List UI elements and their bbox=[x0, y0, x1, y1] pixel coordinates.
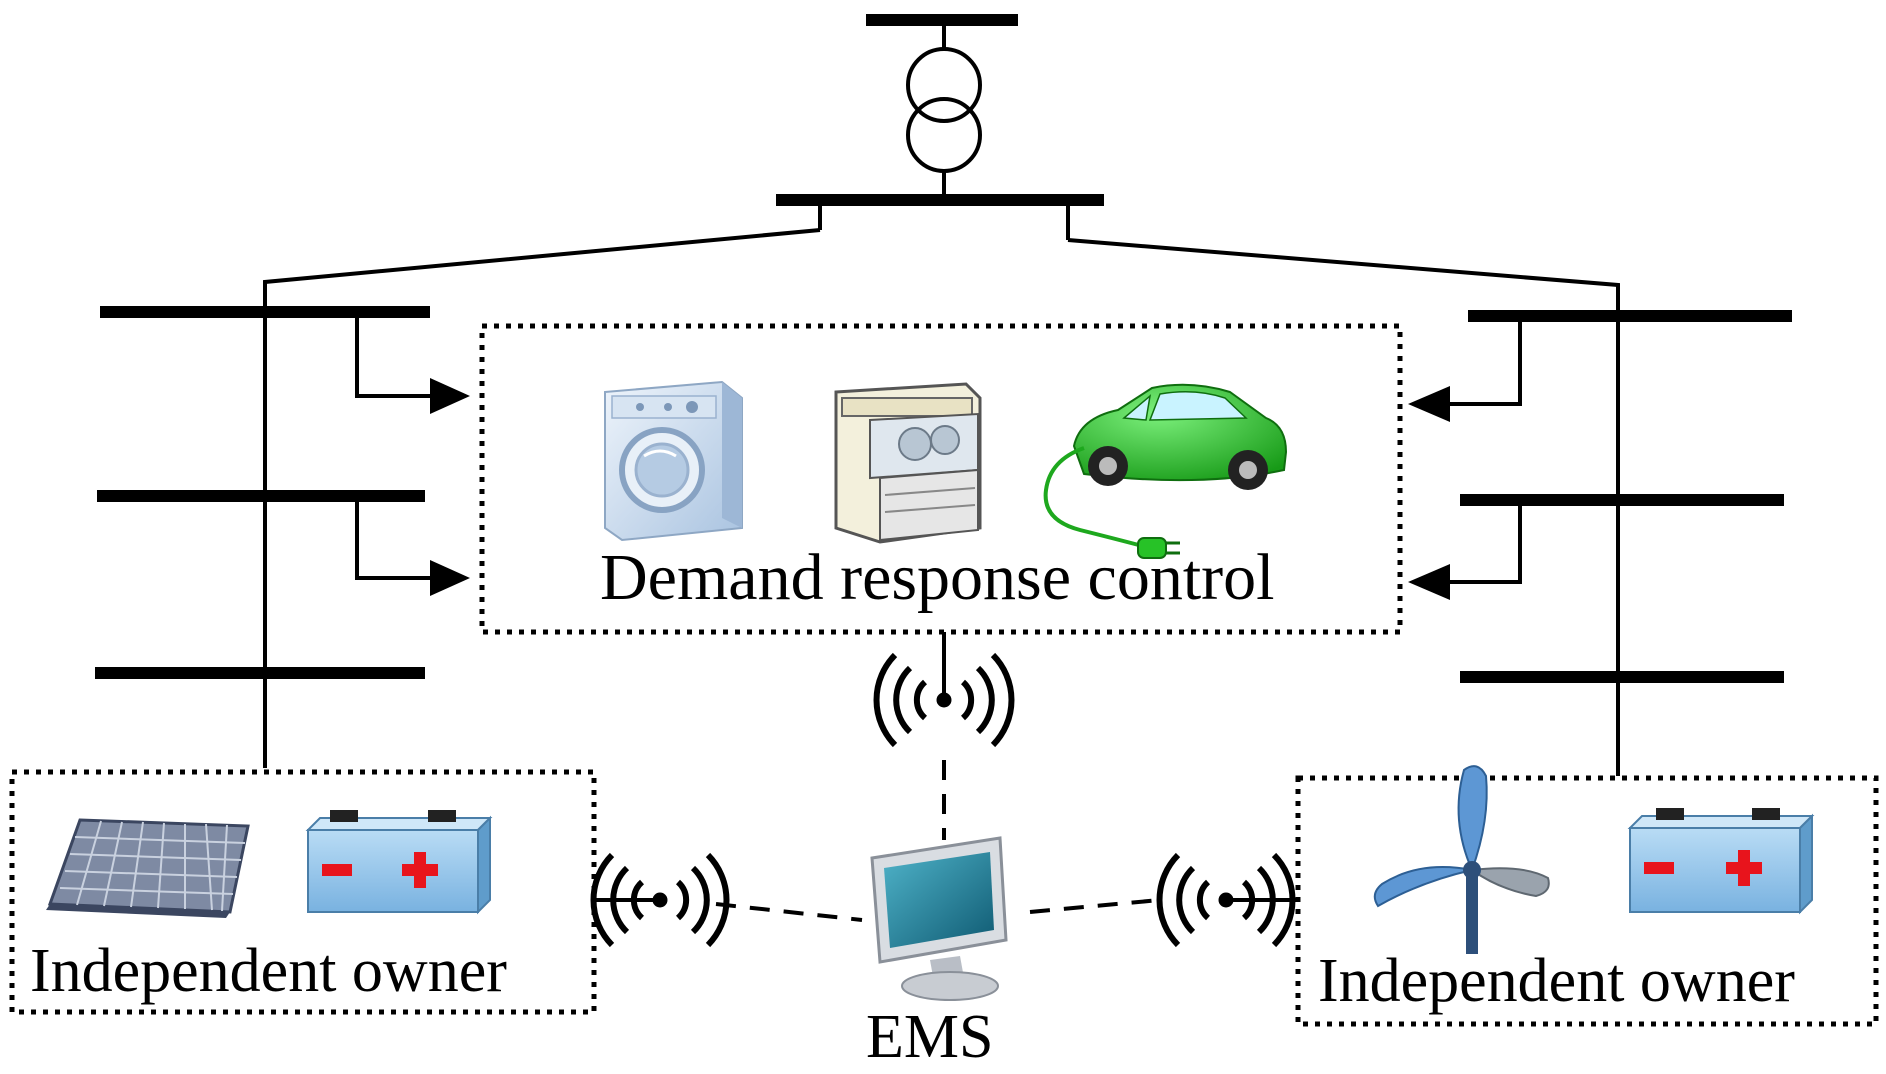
wireless-antenna-icon bbox=[1029, 852, 1298, 948]
right-arrowheads bbox=[1408, 386, 1450, 600]
left-feeder-busbars bbox=[95, 306, 440, 679]
wind-turbine-icon bbox=[1373, 765, 1550, 954]
left-arrowheads bbox=[430, 378, 470, 596]
computer-monitor-icon bbox=[870, 836, 1008, 1001]
ems-label: EMS bbox=[866, 1003, 994, 1071]
battery-icon bbox=[305, 810, 493, 915]
washing-machine-icon bbox=[604, 380, 743, 542]
owner-left-box bbox=[9, 769, 597, 1015]
right-feeder-busbars bbox=[1440, 310, 1792, 683]
transformer-icon bbox=[866, 14, 1018, 200]
demand-response-box bbox=[479, 323, 1403, 635]
electric-car-icon bbox=[1043, 383, 1288, 559]
owner-right-label: Independent owner bbox=[1318, 947, 1795, 1015]
main-busbar bbox=[263, 194, 1620, 776]
owner-left-label: Independent owner bbox=[30, 937, 507, 1005]
wireless-antenna-icon bbox=[590, 852, 863, 948]
solar-panel-icon bbox=[46, 818, 250, 918]
wireless-antenna-icon bbox=[873, 632, 1015, 840]
battery-icon bbox=[1627, 808, 1815, 915]
demand-response-label: Demand response control bbox=[600, 541, 1275, 614]
dishwasher-icon bbox=[834, 382, 982, 544]
